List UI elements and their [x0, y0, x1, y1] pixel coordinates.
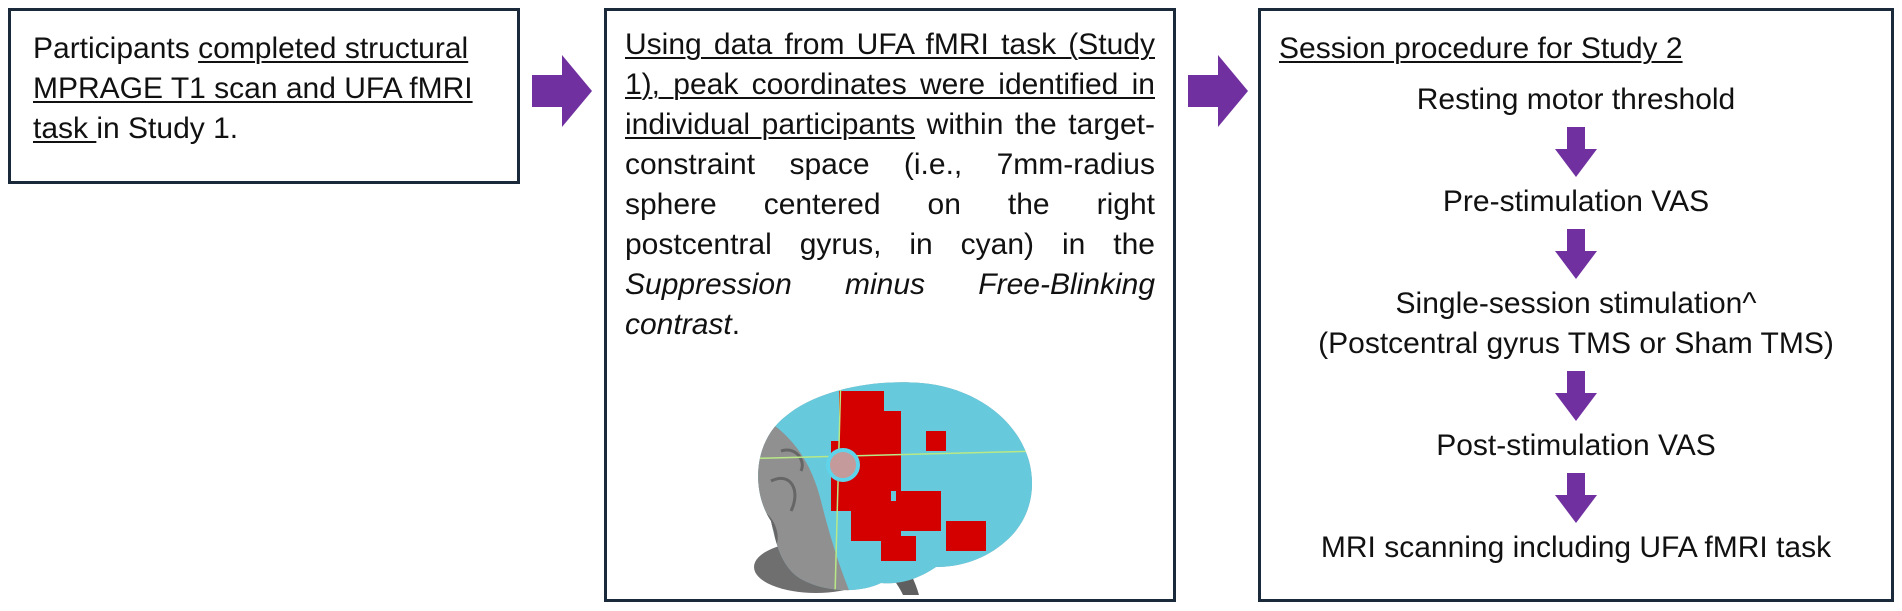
step-box-study1: Participants completed structural MPRAGE…	[8, 8, 520, 184]
peak-text-body: within the target-constraint space (i.e.…	[625, 108, 1155, 261]
step-box-session-procedure: Session procedure for Study 2 Resting mo…	[1258, 8, 1894, 602]
study1-text-tail: in Study 1.	[96, 112, 239, 145]
target-sphere-marker	[826, 448, 860, 482]
study1-text-underlined: completed structural MPRAGE T1 scan and …	[33, 32, 473, 145]
study1-text: Participants completed structural MPRAGE…	[33, 29, 495, 149]
down-arrow-icon	[1555, 127, 1597, 177]
study1-text-lead: Participants	[33, 32, 199, 65]
peak-text-contrast: Suppression minus Free-Blinking contrast	[625, 268, 1155, 341]
peak-coordinates-text: Using data from UFA fMRI task (Study 1),…	[625, 25, 1155, 345]
step-resting-motor-threshold: Resting motor threshold	[1416, 83, 1736, 116]
peak-text-period: .	[731, 308, 741, 341]
step-post-stimulation-vas: Post-stimulation VAS	[1436, 429, 1716, 462]
step-stimulation-condition: (Postcentral gyrus TMS or Sham TMS)	[1318, 327, 1834, 360]
step-mri-scanning: MRI scanning including UFA fMRI task	[1320, 531, 1832, 564]
right-arrow-icon	[1188, 55, 1248, 127]
peak-text-underlined: Using data from UFA fMRI task (Study 1),…	[625, 28, 1155, 141]
right-arrow-icon	[532, 55, 592, 127]
down-arrow-icon	[1555, 473, 1597, 523]
step-pre-stimulation-vas: Pre-stimulation VAS	[1442, 185, 1710, 218]
down-arrow-icon	[1555, 371, 1597, 421]
step-box-peak-coordinates: Using data from UFA fMRI task (Study 1),…	[604, 8, 1176, 602]
brain-image	[754, 382, 1033, 595]
down-arrow-icon	[1555, 229, 1597, 279]
session-procedure-title: Session procedure for Study 2	[1279, 32, 1683, 65]
step-single-session-stimulation: Single-session stimulation^	[1395, 287, 1757, 320]
